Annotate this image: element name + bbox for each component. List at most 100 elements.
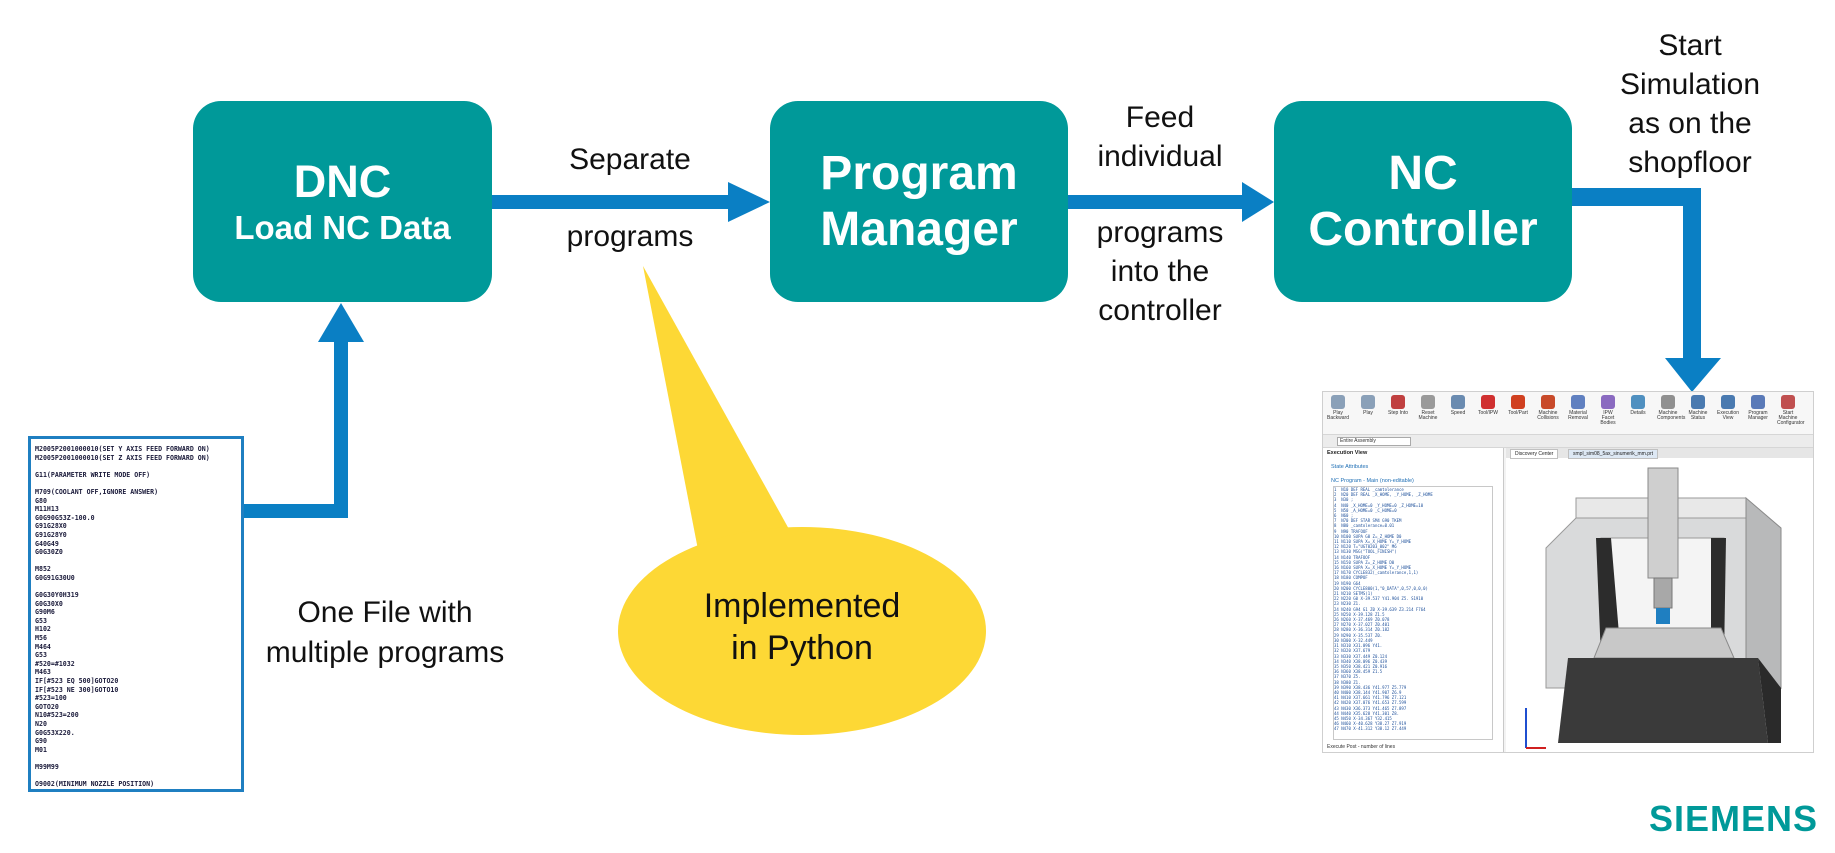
ribbon-icon <box>1421 395 1435 409</box>
sim-code-line: 20 N200 CYCLE800(1,"0_DATA",0,57,0,0,0) <box>1334 585 1428 591</box>
nc-file-line <box>35 557 237 566</box>
nc-file-line: G90 <box>35 737 47 746</box>
sim-code-line: 32 N320 X37.679 <box>1334 648 1371 654</box>
nc-file-line: M464 <box>35 642 51 651</box>
file-to-dnc-arrow-head <box>318 303 364 342</box>
ribbon-button[interactable]: Speed <box>1447 395 1469 416</box>
nc-file-line <box>35 583 237 592</box>
ribbon-label: Tool/IPW <box>1477 410 1498 416</box>
sim-code-line: 39 N390 X38.436 Y41.977 Z5.779 <box>1334 684 1407 690</box>
ribbon-button[interactable]: Execution View <box>1717 395 1739 421</box>
ribbon-button[interactable]: Reset Machine <box>1417 395 1439 421</box>
ribbon-label: Material Removal <box>1568 410 1588 421</box>
programs-line: programs <box>1096 216 1224 249</box>
nc-file-line: G0G30X0 <box>35 599 63 608</box>
sim-code-line: 30 N300 X-32.449 <box>1334 637 1373 643</box>
nc-file-line: GOTO20 <box>35 702 59 711</box>
program-manager-line2: Manager <box>820 202 1018 256</box>
ribbon-icon <box>1331 395 1345 409</box>
nc-controller-line1: NC <box>1388 146 1458 200</box>
assembly-select[interactable]: Entire Assembly <box>1337 437 1411 446</box>
ribbon-button[interactable]: Tool/IPW <box>1477 395 1499 416</box>
sim-code-line: 44 N440 X35.628 Y41.301 Z8. <box>1334 710 1400 716</box>
as-on-the-line: as on the <box>1628 107 1752 140</box>
sim-code-line: 5 N50 _A_HOME=0 _C_HOME=0 <box>1334 507 1397 513</box>
sim-code-line: 25 N250 X-39.128 Z1.5 <box>1334 611 1385 617</box>
execution-view-title: Execution View <box>1327 450 1368 456</box>
ribbon-icon <box>1601 395 1615 409</box>
ribbon-label: Play <box>1363 410 1373 416</box>
nc-file-line: N10#523=200 <box>35 711 79 720</box>
ribbon-button[interactable]: Play Backward <box>1327 395 1349 421</box>
ribbon-button[interactable]: Material Removal <box>1567 395 1589 421</box>
ribbon-button[interactable]: Start Machine Configurator <box>1777 395 1805 426</box>
shopfloor-line: shopfloor <box>1628 146 1752 179</box>
ribbon-icon <box>1361 395 1375 409</box>
sim-code-line: 2 N20 DEF REAL _X_HOME, _Y_HOME, _Z_HOME <box>1334 492 1433 498</box>
nc-file-line: M852 <box>35 565 51 574</box>
ribbon-button[interactable]: Machine Components <box>1657 395 1685 421</box>
ribbon-button[interactable]: Machine Status <box>1687 395 1709 421</box>
nc-file-line: M56 <box>35 634 47 643</box>
nc-file-line: #523=100 <box>35 694 67 703</box>
file-to-dnc-arrow-shaft-v <box>334 340 348 518</box>
sim-code-line: 31 N310 X31.096 Y41. <box>1334 643 1383 649</box>
nc-file-line: G91G28Y0 <box>35 530 67 539</box>
ribbon-label: Play Backward <box>1327 410 1349 421</box>
sim-code-line: 15 N150 SUPA Z=_Z_HOME D0 <box>1334 559 1395 565</box>
sim-code-line: 24 N240 G94 G1 Z0 X-39.639 Z3.214 F764 <box>1334 606 1426 612</box>
ribbon-button[interactable]: Tool/Part <box>1507 395 1529 416</box>
nc-file-line: M709(COOLANT OFF,IGNORE ANSWER) <box>35 487 159 496</box>
ribbon-label: IPW Facet Bodies <box>1600 410 1616 426</box>
callout-text: Implemented in Python <box>640 585 964 669</box>
execution-view-panel: Execution View State Attributes NC Progr… <box>1323 448 1504 752</box>
ribbon-button[interactable]: Step Into <box>1387 395 1409 416</box>
nc-file-line: M11H13 <box>35 505 59 514</box>
tab-part-file[interactable]: smpl_sim08_5ax_sinumerik_mm.prt <box>1568 449 1659 459</box>
ribbon-button[interactable]: Machine Collisions <box>1537 395 1559 421</box>
state-attributes-link[interactable]: State Attributes <box>1331 464 1369 470</box>
ribbon-button[interactable]: Play <box>1357 395 1379 416</box>
sim-code-line: 43 N430 X36.373 Y41.465 Z7.897 <box>1334 705 1407 711</box>
ribbon-label: Machine Collisions <box>1537 410 1559 421</box>
nc-controller-box: NC Controller <box>1274 101 1572 302</box>
into-the-line: into the <box>1110 255 1210 288</box>
sim-code-line: 35 N350 X38.421 Z0.916 <box>1334 663 1387 669</box>
sim-code-line: 47 N470 X-41.312 Y38.12 Z7.449 <box>1334 726 1407 732</box>
sim-code-line: 3 N30 ; <box>1334 497 1354 503</box>
tab-discovery-center[interactable]: Discovery Center <box>1510 449 1559 459</box>
nc-file-line: G0G30Z0 <box>35 548 63 557</box>
feed-label-bottom: programs into the controller <box>1075 213 1245 330</box>
nc-file-line <box>35 479 237 488</box>
one-file-label: One File with multiple programs <box>250 593 520 673</box>
nc-file-line: O9002(MINIMUM NOZZLE POSITION) <box>35 780 155 789</box>
sim-code-line: 9 N90 TRAFOOF <box>1334 528 1368 534</box>
nc-to-sim-arrow-shaft-h <box>1572 188 1698 206</box>
nc-file-line: IF[#2002LT56.4]GOTO34 <box>35 789 237 790</box>
ribbon-icon <box>1631 395 1645 409</box>
callout-line1: Implemented <box>703 587 901 625</box>
callout-bubble <box>618 527 986 735</box>
nc-program-link[interactable]: NC Program - Main (non-editable) <box>1331 478 1414 484</box>
dnc-to-pm-arrow-head <box>728 182 770 222</box>
nc-file-line: M01 <box>35 745 47 754</box>
execute-footer: Execute Post - number of lines <box>1327 744 1396 750</box>
sim-code-line: 1 N10 DEF REAL _camtolerance <box>1334 487 1404 492</box>
ribbon-button[interactable]: IPW Facet Bodies <box>1597 395 1619 426</box>
nc-file-line: IF[#523 NE 300]GOTO10 <box>35 685 119 694</box>
sim-code-line: 36 N360 X38.459 Z1.5 <box>1334 669 1383 675</box>
feed-line: Feed <box>1125 101 1195 134</box>
file-to-dnc-arrow-shaft-h <box>244 504 340 518</box>
nc-file-line: M99M99 <box>35 762 59 771</box>
sim-code-line: 29 N290 X-35.537 Z0. <box>1334 632 1383 638</box>
sim-code-line: 41 N410 X37.661 Y41.796 Z7.121 <box>1334 695 1407 701</box>
sim-code-line: 33 N330 X37.449 Z0.124 <box>1334 653 1387 659</box>
ribbon-button[interactable]: Program Manager <box>1747 395 1769 421</box>
controller-line: controller <box>1098 294 1222 327</box>
ribbon-icon <box>1391 395 1405 409</box>
sim-code-line: 34 N340 X38.096 Z0.439 <box>1334 658 1387 664</box>
ribbon-button[interactable]: Details <box>1627 395 1649 416</box>
individual-line: individual <box>1097 140 1223 173</box>
